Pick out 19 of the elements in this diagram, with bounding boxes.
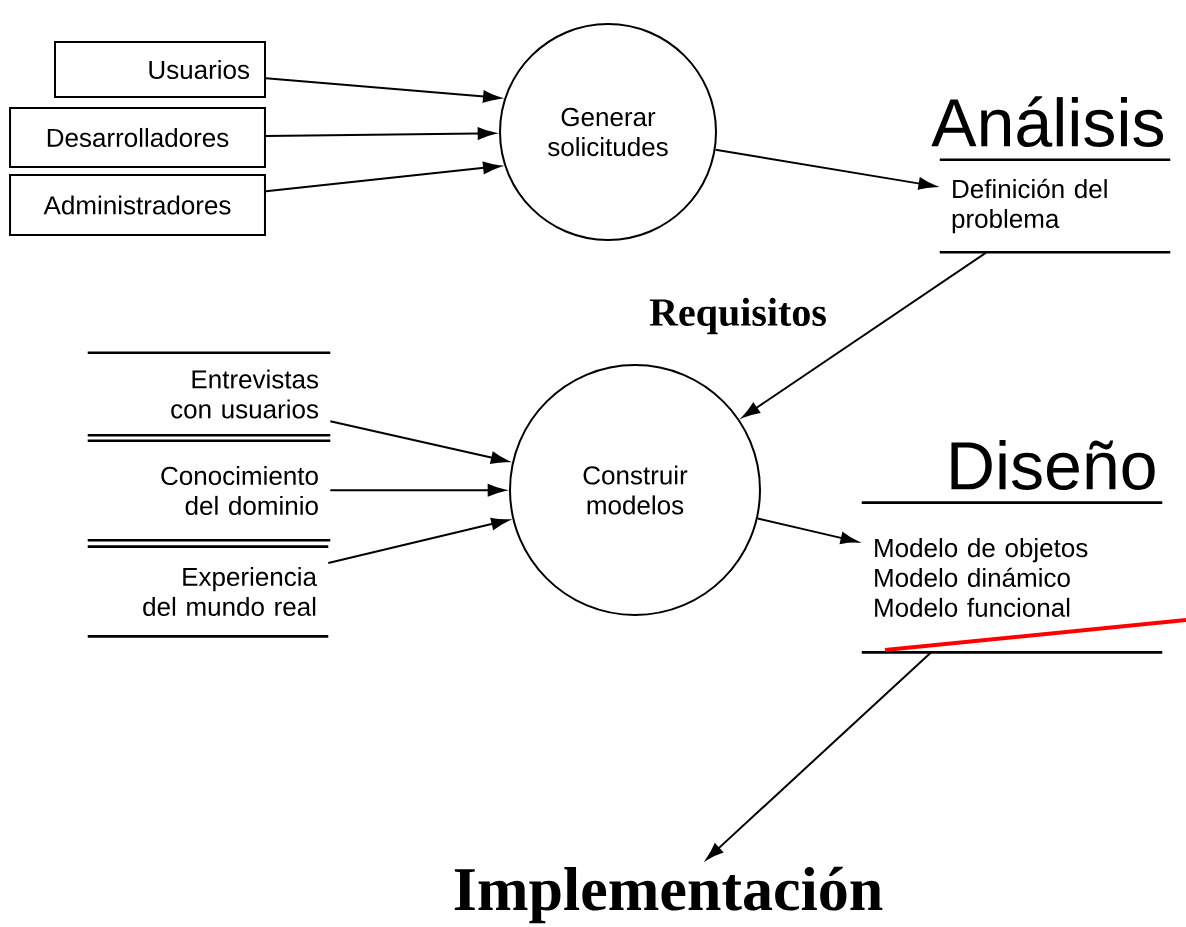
arrow bbox=[329, 420, 509, 464]
arrow bbox=[265, 77, 501, 103]
data-store: Definición del problema bbox=[939, 158, 1171, 254]
data-store: Modelo de objetos Modelo dinámico Modelo funcional bbox=[861, 501, 1163, 654]
arrow bbox=[742, 251, 988, 418]
arrow bbox=[706, 651, 933, 860]
arrow bbox=[329, 484, 506, 497]
source-box: Desarrolladores bbox=[9, 107, 266, 168]
phase-title: Implementación bbox=[454, 866, 883, 924]
data-store: Conocimiento del dominio bbox=[87, 439, 331, 542]
arrow bbox=[264, 127, 496, 140]
arrow bbox=[264, 161, 501, 193]
section-title: Requisitos bbox=[649, 297, 826, 335]
source-box: Usuarios bbox=[54, 41, 266, 98]
data-store: Entrevistas con usuarios bbox=[87, 351, 331, 437]
phase-title: Análisis bbox=[931, 96, 1164, 147]
source-box: Administradores bbox=[9, 174, 266, 236]
data-store: Experiencia del mundo real bbox=[87, 545, 329, 638]
phase-title: Diseño bbox=[951, 440, 1155, 490]
